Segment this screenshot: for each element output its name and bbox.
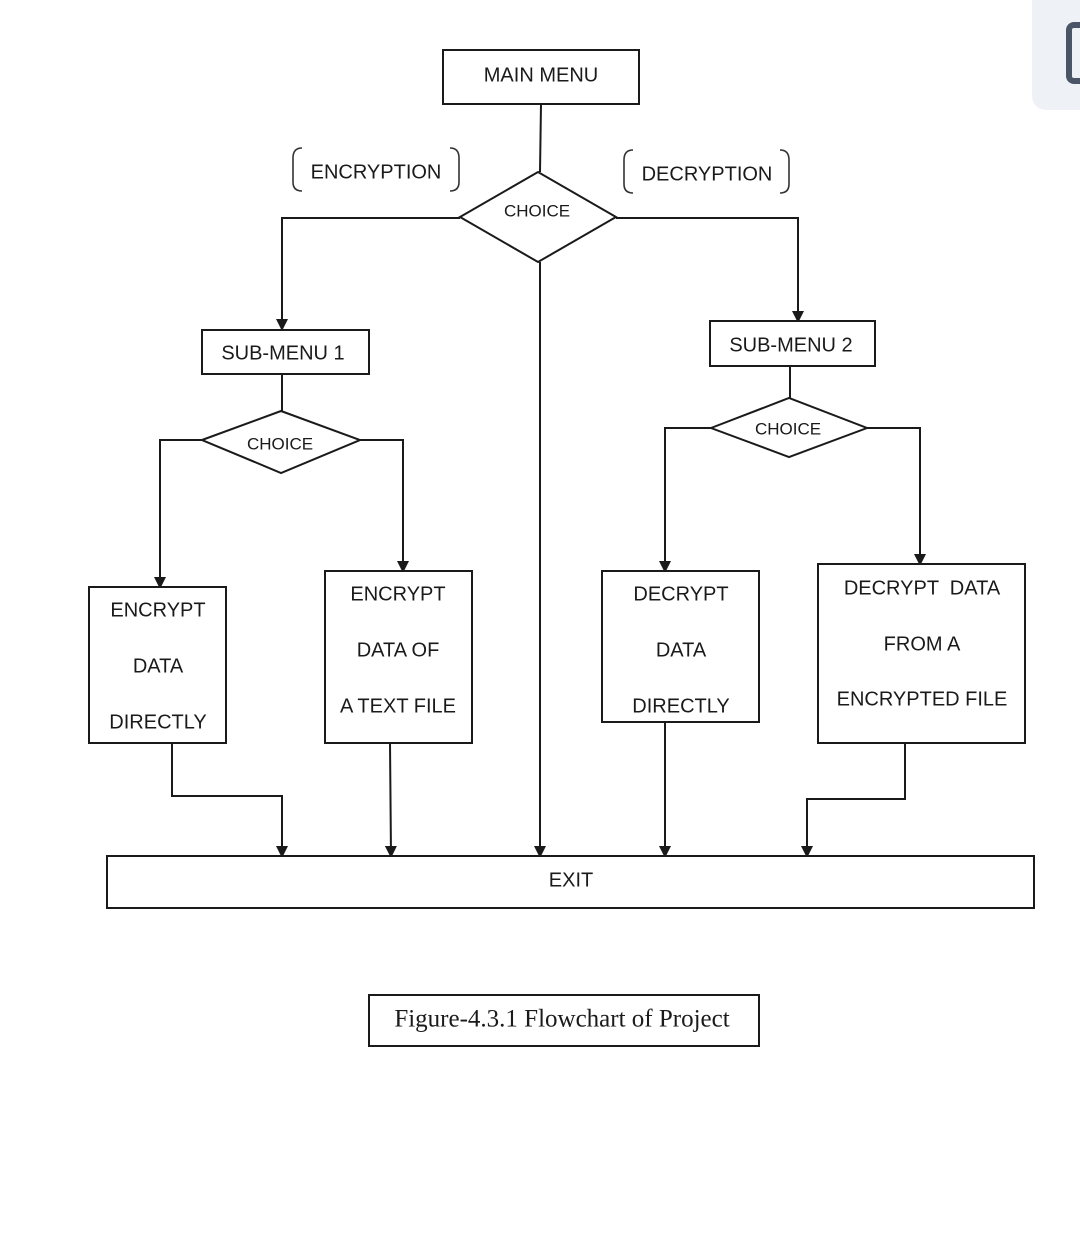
edge-encrypt-direct-to-exit (171, 743, 288, 858)
encryption-left-bracket (292, 147, 303, 192)
encryption-branch-label-group: ENCRYPTION (292, 147, 460, 192)
edge-encrypt-file-to-exit (384, 742, 397, 858)
choice-1-label: CHOICE (247, 434, 313, 453)
edge-choice-to-submenu1 (276, 217, 460, 331)
edge-choice1-to-encrypt-direct (154, 439, 202, 589)
decryption-branch-label: DECRYPTION (642, 163, 773, 185)
encrypt-file-node: ENCRYPT DATA OF A TEXT FILE (324, 570, 473, 744)
exit-label: EXIT (549, 869, 593, 891)
figure-caption: Figure-4.3.1 Flowchart of Project (394, 1006, 729, 1033)
decrypt-file-line-2: FROM A (884, 633, 961, 655)
decrypt-file-node: DECRYPT DATA FROM A ENCRYPTED FILE (817, 563, 1026, 744)
edge-choice2-to-decrypt-file (867, 427, 926, 566)
choice-2-label: CHOICE (755, 419, 821, 438)
encrypt-file-line-2: DATA OF (357, 639, 440, 661)
decrypt-direct-line-2: DATA (656, 639, 707, 661)
decrypt-direct-line-3: DIRECTLY (632, 695, 729, 717)
sub-menu-2-node: SUB-MENU 2 (709, 320, 876, 367)
choice-1-node: CHOICE (199, 409, 363, 475)
bookmark-icon (1066, 22, 1080, 84)
edge-decrypt-file-to-exit (801, 743, 906, 858)
encrypt-file-line-1: ENCRYPT (350, 583, 445, 605)
decryption-right-bracket (779, 149, 790, 194)
encryption-right-bracket (449, 147, 460, 192)
connectors (154, 103, 926, 858)
encrypt-direct-line-3: DIRECTLY (109, 711, 206, 733)
edge-choice-to-submenu2 (616, 217, 804, 323)
main-menu-label: MAIN MENU (484, 64, 598, 86)
encrypt-file-line-3: A TEXT FILE (340, 695, 456, 717)
decryption-branch-label-group: DECRYPTION (623, 149, 790, 194)
exit-node: EXIT (106, 855, 1035, 909)
sub-menu-1-node: SUB-MENU 1 (201, 329, 370, 375)
main-choice-label: CHOICE (504, 201, 570, 220)
encrypt-direct-line-1: ENCRYPT (110, 599, 205, 621)
decrypt-file-line-3: ENCRYPTED FILE (837, 688, 1008, 710)
encryption-branch-label: ENCRYPTION (311, 161, 442, 183)
edge-choice1-to-encrypt-file (360, 439, 409, 573)
decrypt-direct-line-1: DECRYPT (633, 583, 728, 605)
sub-menu-1-label: SUB-MENU 1 (221, 342, 344, 364)
encrypt-direct-node: ENCRYPT DATA DIRECTLY (88, 586, 227, 744)
page-edge-tab[interactable] (1032, 0, 1080, 110)
choice-2-node: CHOICE (708, 396, 870, 459)
figure-caption-box: Figure-4.3.1 Flowchart of Project (368, 994, 760, 1047)
edge-choice2-to-decrypt-direct (659, 427, 711, 573)
main-choice-node: CHOICE (457, 170, 619, 264)
decryption-left-bracket (623, 149, 634, 194)
main-menu-node: MAIN MENU (442, 49, 640, 105)
encrypt-direct-line-2: DATA (133, 655, 184, 677)
decrypt-direct-node: DECRYPT DATA DIRECTLY (601, 570, 760, 723)
edge-main-to-choice (539, 103, 542, 173)
decrypt-file-line-1: DECRYPT DATA (844, 577, 1001, 599)
sub-menu-2-label: SUB-MENU 2 (729, 334, 852, 356)
